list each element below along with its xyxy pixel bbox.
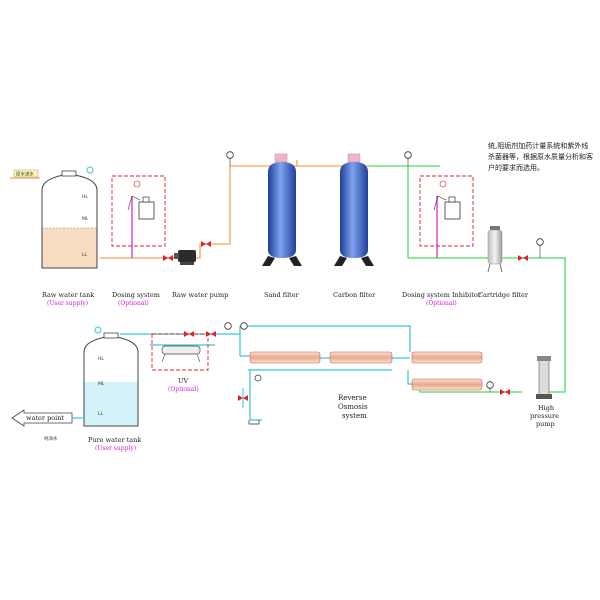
pressure-gauge-5 bbox=[224, 322, 232, 330]
carbon-filter bbox=[334, 153, 374, 266]
pure-water-cn-label: 纯净水 bbox=[44, 435, 58, 442]
raw-tank-label: Raw water tank bbox=[42, 291, 94, 299]
ro-membrane-1 bbox=[249, 351, 321, 364]
hp-pump-label-line3: pump bbox=[536, 420, 555, 428]
dosing-tank-2 bbox=[433, 180, 461, 220]
raw-water-pump bbox=[174, 250, 196, 265]
pure-tank-ll-label: LL bbox=[98, 411, 104, 417]
pure-water-tank: HL ML LL bbox=[83, 326, 139, 427]
raw-tank-ml-label: ML bbox=[82, 216, 89, 222]
ro-membranes bbox=[249, 351, 483, 391]
pressure-gauge-6 bbox=[240, 322, 248, 330]
uv-sublabel: (Optional) bbox=[168, 386, 199, 393]
raw-pump-label: Raw water pump bbox=[172, 291, 228, 299]
pressure-gauge-4 bbox=[486, 381, 494, 392]
pure-water-pipes bbox=[120, 325, 412, 421]
sand-filter-label: Sand filter bbox=[264, 291, 300, 299]
raw-tank-water bbox=[42, 228, 97, 268]
pressure-gauge-1 bbox=[226, 151, 234, 166]
ro-membrane-2 bbox=[329, 351, 393, 364]
pure-tank-level-sensor bbox=[94, 326, 102, 334]
raw-inlet-label: 原水进水 bbox=[16, 171, 34, 178]
valve-check-1 bbox=[163, 255, 173, 261]
ro-membrane-4 bbox=[411, 378, 483, 391]
raw-tank-hl-label: HL bbox=[82, 194, 88, 200]
uv-box bbox=[151, 333, 209, 371]
dosing-system-2-box bbox=[419, 175, 474, 247]
pure-tank-sublabel: (User supply) bbox=[95, 445, 136, 452]
note-line-1: 统,阻垢剂加药计量系统和紫外线 bbox=[488, 141, 588, 150]
pressure-gauge-3 bbox=[536, 238, 544, 258]
ro-membrane-3 bbox=[411, 351, 483, 364]
pure-tank-ml-label: ML bbox=[98, 381, 105, 387]
uv-label: UV bbox=[178, 377, 188, 385]
valve-pure-2 bbox=[206, 331, 216, 337]
carbon-filter-label: Carbon filter bbox=[333, 291, 376, 299]
ro-label-line1: Reverse bbox=[338, 394, 367, 402]
cartridge-filter bbox=[487, 226, 503, 273]
pure-tank-label: Pure water tank bbox=[88, 436, 141, 444]
drain-assembly bbox=[238, 374, 262, 425]
raw-water-tank: HL ML LL bbox=[41, 166, 98, 269]
ro-label-line3: system bbox=[342, 412, 367, 420]
note-line-3: 户的要求而选用。 bbox=[488, 163, 544, 172]
note-line-2: 杀菌器等，根据原水质量分析和客 bbox=[488, 152, 593, 161]
pure-tank-hl-label: HL bbox=[98, 356, 104, 362]
valve-hp-out bbox=[500, 389, 510, 395]
raw-tank-level-sensor bbox=[86, 166, 94, 174]
pure-tank-lid bbox=[103, 332, 119, 339]
high-pressure-pump bbox=[536, 356, 552, 399]
sand-filter bbox=[262, 153, 302, 266]
hp-pump-label-line2: pressure bbox=[530, 412, 559, 420]
dosing-tank-1 bbox=[127, 180, 155, 220]
pressure-gauge-2 bbox=[404, 151, 412, 166]
dosing-system-2-label: Dosing system Inhibitor bbox=[402, 291, 482, 299]
water-point-label: water point bbox=[26, 414, 64, 422]
raw-inlet-tag bbox=[13, 169, 39, 178]
dosing-system-2-sublabel: (Optional) bbox=[426, 300, 457, 307]
dosing-system-1-label: Dosing system bbox=[112, 291, 160, 299]
pure-tank-water bbox=[84, 382, 138, 426]
dosing-system-1-box bbox=[111, 175, 166, 247]
valve-cartridge bbox=[518, 255, 528, 261]
dosing-lines bbox=[131, 196, 438, 258]
hp-pump-label-line1: High bbox=[538, 404, 554, 412]
raw-tank-ll-label: LL bbox=[82, 252, 88, 258]
raw-tank-lid bbox=[61, 170, 77, 177]
raw-tank-sublabel: (User supply) bbox=[47, 300, 88, 307]
uv-sterilizer bbox=[161, 345, 201, 363]
cartridge-filter-label: Cartridge filter bbox=[478, 291, 529, 299]
ro-label-line2: Osmosis bbox=[338, 403, 368, 411]
dosing-system-1-sublabel: (Optional) bbox=[118, 300, 149, 307]
valve-pump-out bbox=[201, 241, 211, 247]
